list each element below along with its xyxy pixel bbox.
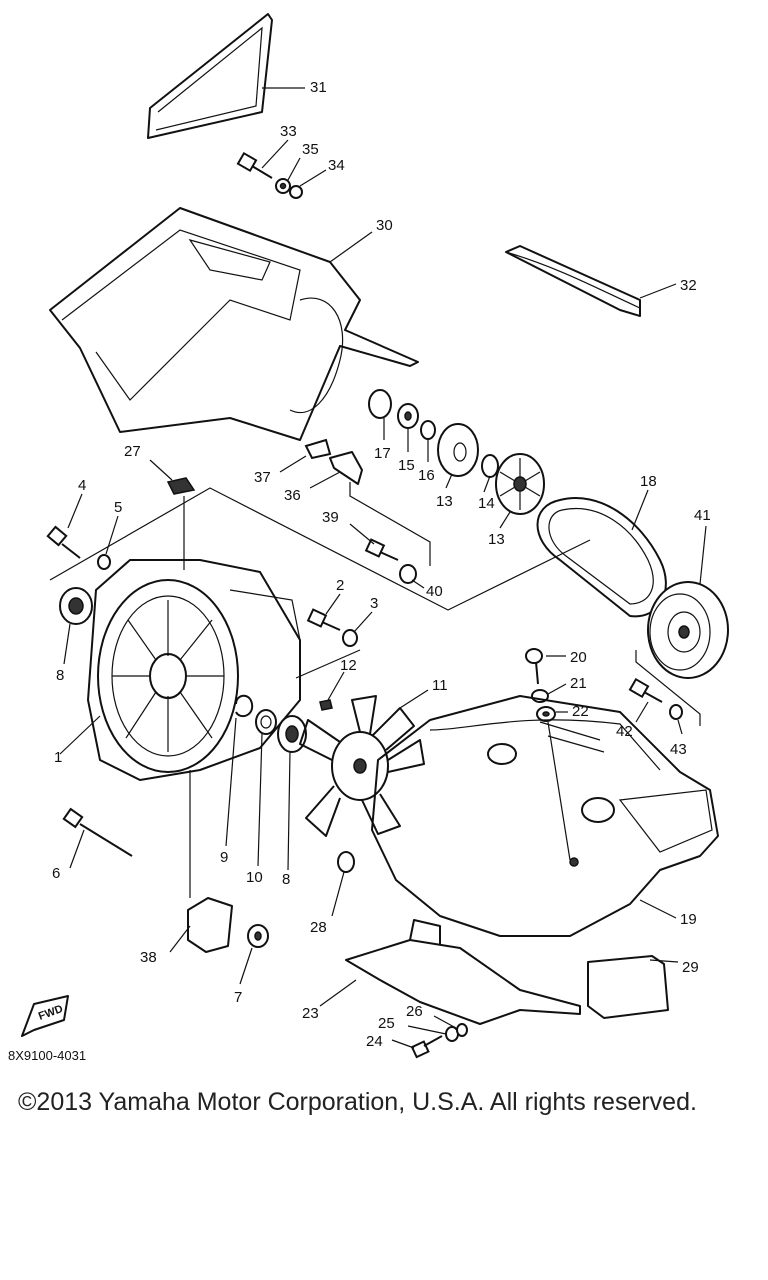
part-bolt-33 — [236, 139, 289, 179]
callout-label: 20 — [570, 649, 587, 666]
callout-label: 1 — [54, 749, 62, 766]
part-bracket-36 — [309, 451, 363, 489]
part-pulley-half-13b — [495, 453, 545, 529]
part-bolt-6 — [62, 807, 133, 869]
callout-label: 43 — [670, 741, 687, 758]
part-plate-27 — [149, 459, 196, 570]
part-bolt-42 — [628, 677, 663, 723]
part-grommet-28 — [331, 851, 355, 917]
part-washer-14 — [481, 454, 499, 493]
callout-label: 29 — [682, 959, 699, 976]
callout-label: 38 — [140, 949, 157, 966]
callout-label: 18 — [640, 473, 657, 490]
callout-label: 6 — [52, 865, 60, 882]
part-bolt-39 — [349, 523, 399, 561]
callout-label: 8 — [282, 871, 290, 888]
part-washer-5 — [97, 515, 119, 570]
callout-label: 4 — [78, 477, 86, 494]
callout-label: 24 — [366, 1033, 383, 1050]
part-circlip-9 — [225, 694, 254, 847]
callout-labels: 1 2 3 4 5 6 7 8 8 9 10 11 12 13 13 14 15… — [52, 79, 711, 1050]
part-seal-31 — [147, 13, 305, 139]
callout-label: 7 — [234, 989, 242, 1006]
part-pad-29 — [587, 955, 679, 1019]
part-key-12 — [319, 671, 345, 711]
part-bolt-2 — [306, 593, 341, 631]
part-bracket-23 — [319, 919, 581, 1025]
callout-label: 10 — [246, 869, 263, 886]
callout-label: 3 — [370, 595, 378, 612]
callout-label: 9 — [220, 849, 228, 866]
part-belt-18 — [536, 489, 667, 618]
part-fan-11 — [299, 689, 429, 837]
part-washer-34 — [289, 169, 327, 199]
part-washer-3 — [342, 611, 373, 647]
callout-label: 33 — [280, 123, 297, 140]
callout-label: 11 — [432, 677, 448, 694]
part-bolt-4 — [46, 493, 83, 559]
part-housing-1 — [59, 559, 301, 781]
callout-label: 34 — [328, 157, 345, 174]
copyright-notice: ©2013 Yamaha Motor Corporation, U.S.A. A… — [18, 1088, 697, 1116]
callout-label: 8 — [56, 667, 64, 684]
part-bearing-8b — [277, 715, 307, 871]
callout-label: 17 — [374, 445, 391, 462]
part-pulley-half-13a — [437, 423, 479, 489]
callout-label: 40 — [426, 583, 443, 600]
forward-arrow-icon: FWD — [21, 995, 69, 1037]
callout-label: 15 — [398, 457, 415, 474]
callout-label: 42 — [616, 723, 633, 740]
part-pulley-41 — [647, 525, 729, 679]
callout-label: 16 — [418, 467, 435, 484]
callout-label: 41 — [694, 507, 711, 524]
part-bolt-24 — [391, 1035, 443, 1059]
callout-label: 14 — [478, 495, 495, 512]
callout-label: 37 — [254, 469, 271, 486]
callout-label: 2 — [336, 577, 344, 594]
part-nut-15 — [397, 403, 419, 452]
callout-label: 12 — [340, 657, 357, 674]
part-washer-35 — [275, 157, 301, 194]
forward-arrow-label: FWD — [37, 1003, 65, 1023]
part-washer-16 — [420, 420, 436, 462]
callout-label: 27 — [124, 443, 141, 460]
callout-label: 32 — [680, 277, 697, 294]
part-cover-38 — [169, 770, 233, 953]
part-damper-37 — [279, 438, 332, 473]
callout-label: 13 — [488, 531, 505, 548]
part-duct-32 — [505, 245, 677, 317]
callout-label: 26 — [406, 1003, 423, 1020]
part-washer-25 — [407, 1025, 459, 1042]
part-collar-17 — [368, 389, 392, 440]
callout-label: 31 — [310, 79, 327, 96]
callout-label: 21 — [570, 675, 587, 692]
catalog-code: 8X9100-4031 — [8, 1048, 86, 1060]
part-washer-26 — [433, 1015, 468, 1037]
part-shroud-19 — [371, 695, 719, 937]
callout-label: 22 — [572, 703, 589, 720]
part-washer-40 — [399, 564, 425, 589]
callout-label: 30 — [376, 217, 393, 234]
callout-label: 23 — [302, 1005, 319, 1022]
callout-label: 13 — [436, 493, 453, 510]
callout-label: 28 — [310, 919, 327, 936]
callout-label: 36 — [284, 487, 301, 504]
part-washer-43 — [669, 704, 683, 735]
part-bearing-8a — [59, 587, 93, 665]
callout-label: 25 — [378, 1015, 395, 1032]
part-cover-30 — [49, 207, 419, 441]
part-bolt-20 — [525, 648, 566, 685]
exploded-parts-diagram: FWD 8X9100-4031 1 2 3 4 5 6 7 8 8 9 10 1… — [8, 13, 729, 1060]
callout-label: 19 — [680, 911, 697, 928]
callout-label: 35 — [302, 141, 319, 158]
part-washer-22 — [536, 706, 571, 861]
part-washer-10 — [255, 709, 277, 867]
part-nut-7 — [239, 924, 269, 985]
callout-label: 5 — [114, 499, 122, 516]
callout-label: 39 — [322, 509, 339, 526]
